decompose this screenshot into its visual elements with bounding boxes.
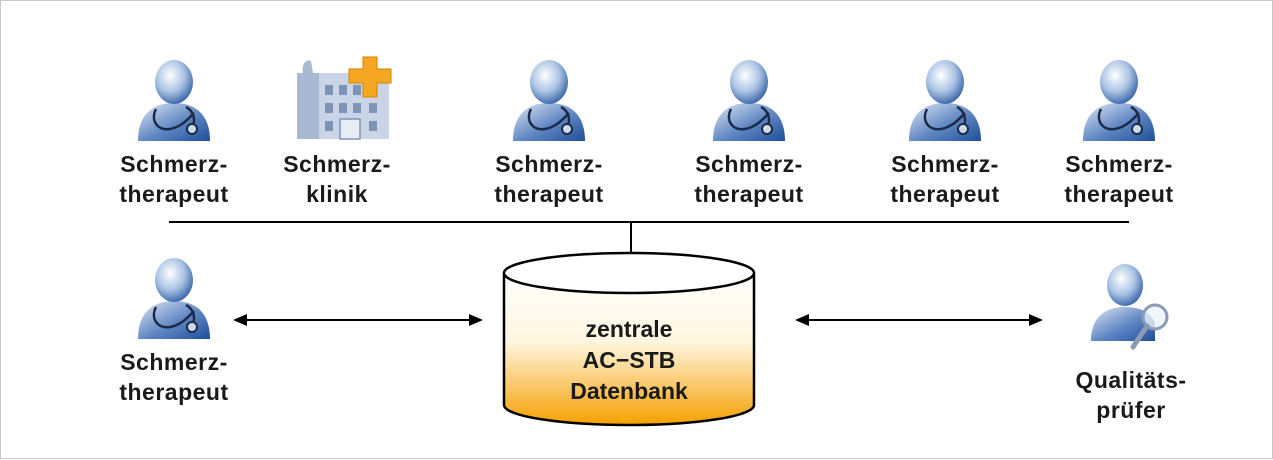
doctor-stethoscope-icon — [138, 60, 210, 141]
top-node-3-label-line2: therapeut — [494, 181, 604, 207]
right-node: Qualitäts-prüfer — [1041, 255, 1221, 425]
hospital-building-icon — [297, 56, 392, 140]
right-node-label-line1: Qualitäts- — [1075, 367, 1187, 393]
top-node-1: Schmerz-therapeut — [84, 55, 264, 209]
top-node-3: Schmerz-therapeut — [459, 55, 639, 209]
top-node-3-label-line1: Schmerz- — [495, 151, 603, 177]
top-node-2-label-line1: Schmerz- — [283, 151, 391, 177]
database-cylinder-icon — [502, 251, 756, 427]
left-node-label-line2: therapeut — [119, 379, 229, 405]
doctor-stethoscope-icon — [909, 60, 981, 141]
top-node-4-label-line1: Schmerz- — [695, 151, 803, 177]
doctor-stethoscope-icon — [1083, 60, 1155, 141]
database-label: zentrale AC−STB Datenbank — [501, 314, 757, 407]
top-node-4: Schmerz-therapeut — [659, 55, 839, 209]
top-node-6: Schmerz-therapeut — [1029, 55, 1209, 209]
left-node-label-line1: Schmerz- — [120, 349, 228, 375]
database-label-line2: AC−STB — [582, 347, 676, 373]
top-node-1-label-line1: Schmerz- — [120, 151, 228, 177]
top-node-5-label-line2: therapeut — [890, 181, 1000, 207]
doctor-stethoscope-icon — [513, 60, 585, 141]
top-node-1-label-line2: therapeut — [119, 181, 229, 207]
database-label-line1: zentrale — [585, 316, 673, 342]
top-node-6-label-line1: Schmerz- — [1065, 151, 1173, 177]
doctor-stethoscope-icon — [713, 60, 785, 141]
top-node-4-label-line2: therapeut — [694, 181, 804, 207]
top-node-2-label-line2: klinik — [306, 181, 368, 207]
right-node-label-line2: prüfer — [1096, 397, 1166, 423]
left-node: Schmerz-therapeut — [84, 253, 264, 407]
top-node-5: Schmerz-therapeut — [855, 55, 1035, 209]
user-magnifier-icon — [1091, 264, 1169, 350]
top-node-5-label-line1: Schmerz- — [891, 151, 999, 177]
doctor-stethoscope-icon — [138, 258, 210, 339]
top-node-2: Schmerz-klinik — [247, 55, 427, 209]
database-label-line3: Datenbank — [570, 378, 688, 404]
top-node-6-label-line2: therapeut — [1064, 181, 1174, 207]
